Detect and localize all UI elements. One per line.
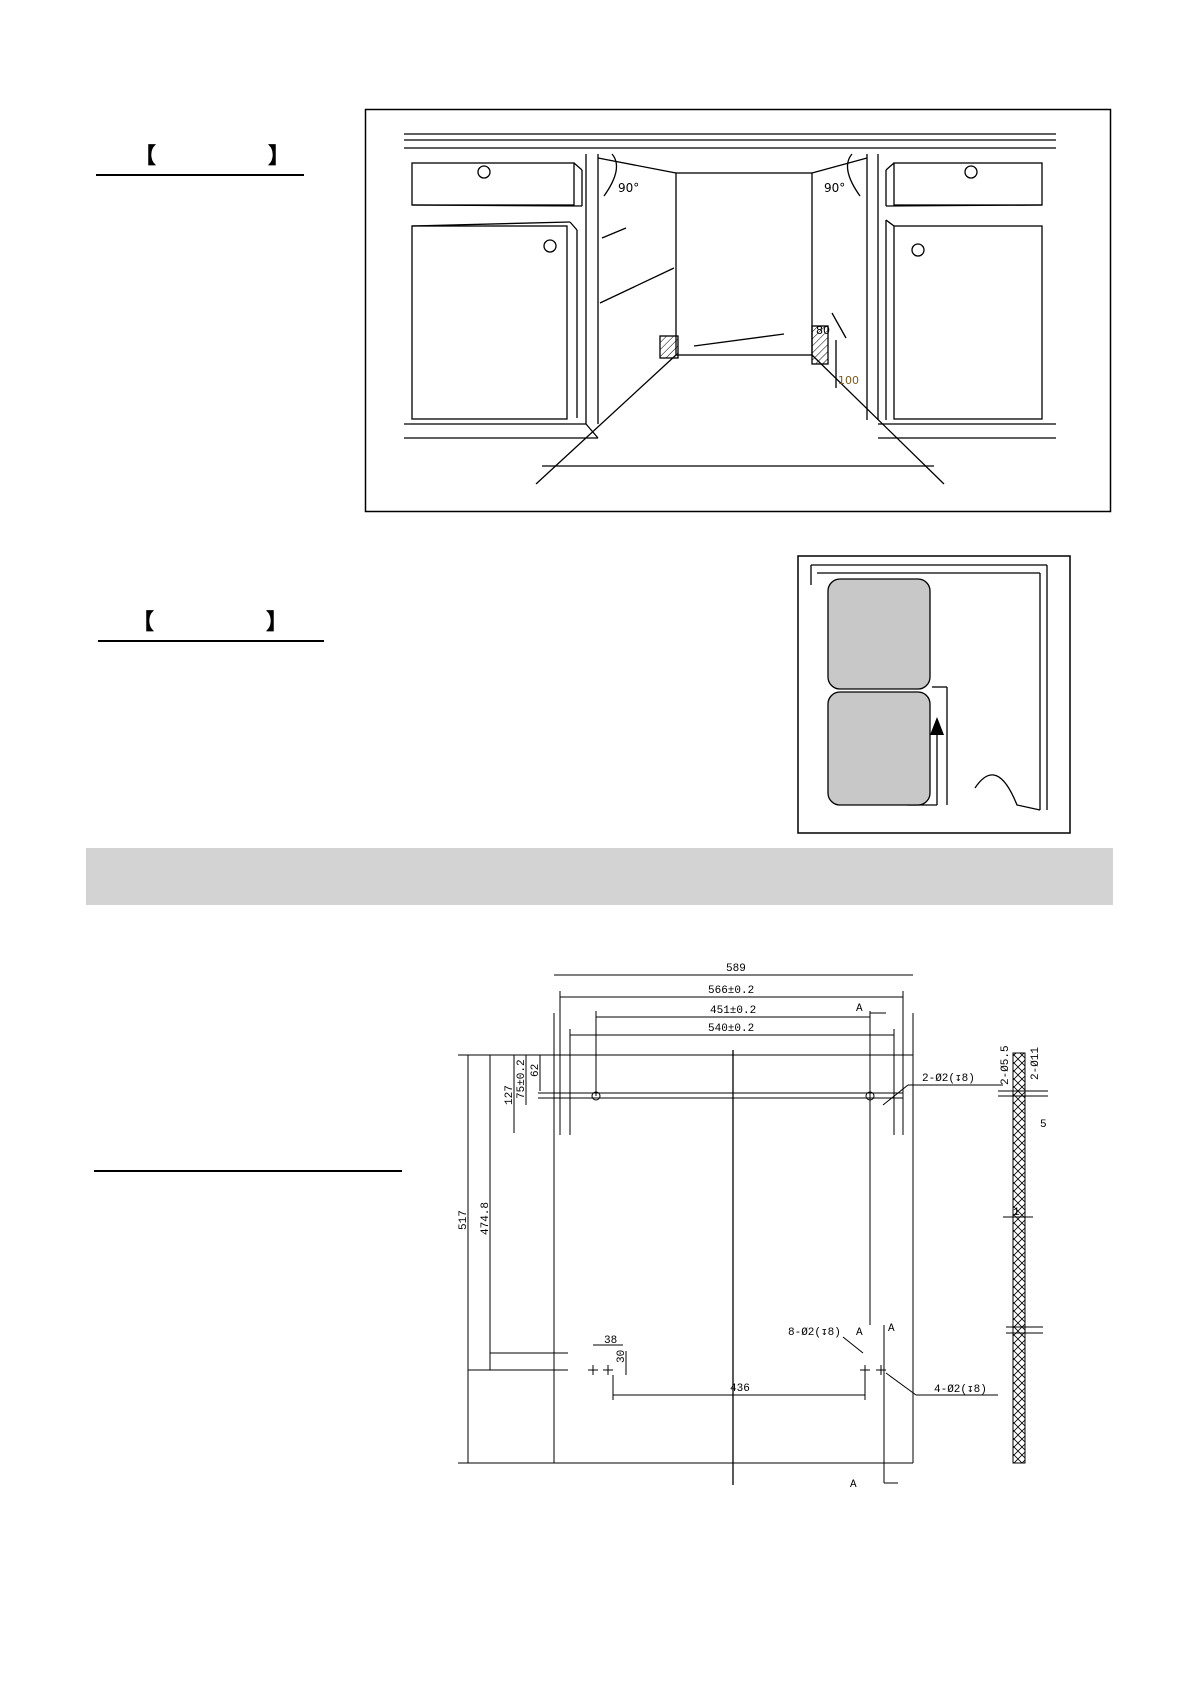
dim-589: 589	[726, 963, 746, 975]
side-dim-5: 5	[1040, 1119, 1047, 1131]
side-dim-1: 1	[1013, 1207, 1020, 1219]
dim-517: 517	[458, 1210, 470, 1230]
dim-451: 451±0.2	[710, 1005, 756, 1017]
installation-niche-figure: 90° 90° 80 100	[364, 108, 1112, 513]
section-a-top: A	[856, 1003, 863, 1015]
section-a-bottom: A	[850, 1479, 857, 1491]
section-a-mid: A	[856, 1327, 863, 1339]
dim-474: 474.8	[480, 1202, 492, 1235]
side-dim-55: 2-Ø5.5	[1000, 1045, 1012, 1085]
angle-left-label: 90°	[618, 181, 639, 195]
section2-bracket-close: 】	[266, 610, 289, 635]
dim-436: 436	[730, 1383, 750, 1395]
dim-75: 75±0.2	[516, 1059, 528, 1099]
dim-80-label: 80	[816, 324, 830, 337]
section3-underline	[94, 1170, 402, 1172]
dim-62: 62	[530, 1064, 542, 1077]
section-a-mid2: A	[888, 1323, 895, 1335]
panel-drilling-drawing: 589 566±0.2 451±0.2 540±0.2 A A A A 2-Ø2…	[458, 963, 1048, 1491]
angle-right-label: 90°	[824, 181, 845, 195]
dim-566: 566±0.2	[708, 985, 754, 997]
section-band	[86, 848, 1113, 905]
section1-bracket-close: 】	[268, 144, 291, 169]
dim-127: 127	[504, 1085, 516, 1105]
dim-2-holes: 2-Ø2(↧8)	[922, 1073, 975, 1085]
dim-38: 38	[604, 1335, 617, 1347]
plan-view-figure	[797, 555, 1071, 834]
section2-bracket-open: 【	[132, 610, 155, 635]
side-dim-11: 2-Ø11	[1030, 1047, 1042, 1080]
dim-100-label: 100	[838, 374, 859, 387]
section2-underline	[98, 640, 324, 642]
dim-8-holes: 8-Ø2(↧8)	[788, 1327, 841, 1339]
section1-bracket-open: 【	[134, 144, 157, 169]
dim-30: 30	[616, 1350, 628, 1363]
dim-540: 540±0.2	[708, 1023, 754, 1035]
section1-underline	[96, 174, 304, 176]
dim-4-holes: 4-Ø2(↧8)	[934, 1384, 987, 1396]
